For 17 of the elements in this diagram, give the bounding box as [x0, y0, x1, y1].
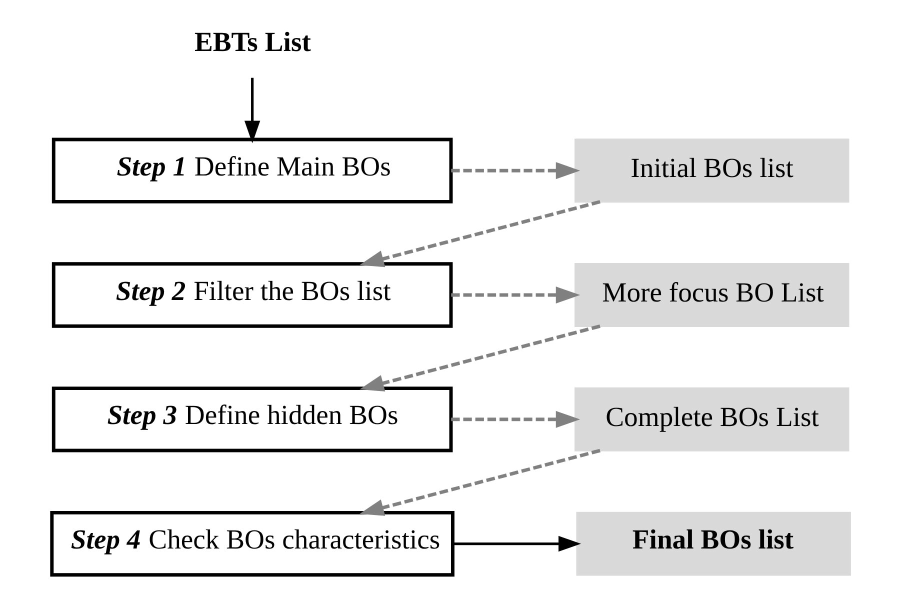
arrow: [359, 200, 600, 268]
node-box: Step 4 Check BOs characteristics: [50, 510, 454, 577]
arrow: [450, 410, 580, 428]
arrow: [359, 324, 600, 392]
arrow: [450, 286, 580, 304]
arrow: [359, 448, 600, 516]
arrow: [244, 78, 260, 144]
node-text: EBTs List: [194, 26, 310, 58]
node-box: Step 1 Define Main BOs: [51, 138, 452, 204]
node-box: Complete BOs List: [574, 387, 849, 452]
node-box: Step 3 Define hidden BOs: [51, 386, 452, 452]
node-box: Step 2 Filter the BOs list: [51, 262, 452, 328]
node-box: Initial BOs list: [574, 138, 849, 203]
arrow: [450, 162, 580, 180]
node-box: More focus BO List: [574, 263, 849, 327]
node-box: Final BOs list: [576, 512, 850, 576]
arrow: [452, 536, 580, 552]
